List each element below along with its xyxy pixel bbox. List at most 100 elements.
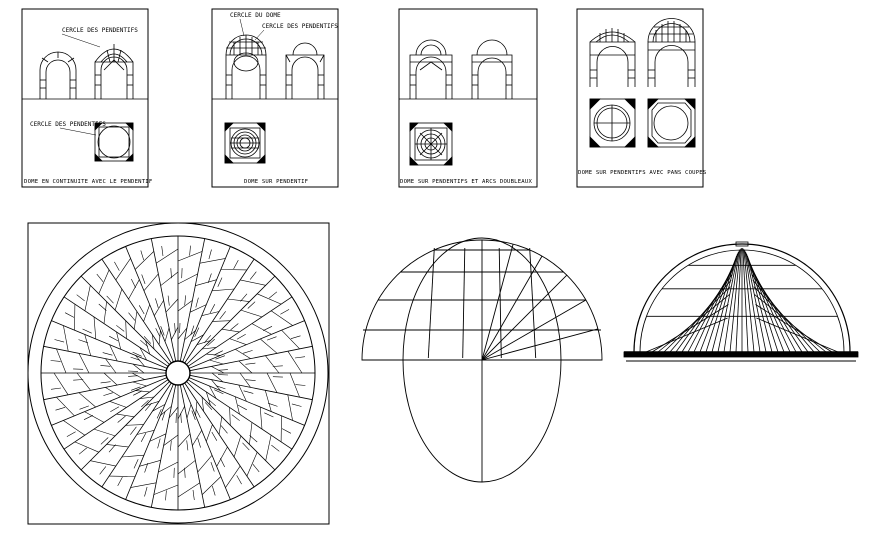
block-line: [249, 435, 258, 443]
block-joint: [116, 331, 121, 350]
block-joint: [287, 350, 303, 374]
block-line: [128, 375, 139, 377]
block-line: [133, 459, 139, 469]
block-joint: [209, 385, 217, 399]
dome-plan-large: [27, 222, 330, 525]
block-joint: [131, 372, 145, 380]
block-line: [192, 489, 195, 501]
block-line: [184, 295, 186, 306]
block-joint: [211, 372, 224, 383]
arch-elevation-3: [225, 34, 267, 99]
block-line: [55, 407, 66, 411]
block-line: [281, 428, 292, 434]
block-joint: [116, 413, 135, 418]
block-line: [211, 431, 218, 441]
block-joint: [152, 404, 166, 412]
block-joint: [158, 330, 161, 345]
block-joint: [158, 461, 179, 473]
block-line: [167, 295, 170, 306]
block-line: [272, 365, 283, 367]
radial-rib: [188, 377, 305, 426]
block-joint: [216, 446, 228, 467]
block-joint: [235, 396, 240, 415]
block-joint: [163, 434, 179, 446]
block-line: [180, 412, 182, 423]
radial-rib: [63, 296, 169, 367]
block-line: [243, 390, 254, 394]
block-joint: [240, 309, 263, 318]
block-line: [271, 444, 280, 452]
block-joint: [270, 310, 293, 326]
block-line: [50, 360, 61, 362]
block-line: [144, 486, 148, 497]
block-line: [100, 381, 111, 384]
block-line: [103, 392, 113, 396]
block-joint: [201, 396, 204, 412]
block-joint: [133, 311, 138, 330]
section-meridian: [427, 247, 435, 359]
block-line: [141, 274, 146, 285]
sheet-2-caption: DOME SUR PENDENTIF: [244, 179, 309, 185]
section-ray: [481, 274, 568, 361]
dome-rib: [663, 286, 731, 353]
block-line: [231, 414, 240, 421]
block-joint: [265, 390, 272, 412]
block-joint: [212, 288, 235, 292]
block-joint: [143, 304, 150, 322]
block-joint: [212, 320, 231, 322]
block-line: [215, 385, 226, 390]
sheet-1-caption: DOME EN CONTINUITE AVEC LE PENDENTIF: [24, 179, 153, 185]
block-line: [195, 408, 201, 418]
radial-rib: [189, 345, 313, 372]
radial-rib: [179, 238, 206, 362]
block-joint: [289, 372, 300, 398]
block-joint: [103, 301, 107, 324]
radial-rib: [101, 382, 172, 488]
block-line: [140, 432, 147, 442]
plan-view-3: [409, 122, 453, 166]
block-line: [215, 355, 226, 360]
section-meridian: [529, 247, 537, 359]
block-joint: [196, 340, 211, 345]
block-joint: [177, 433, 191, 448]
block-line: [190, 325, 195, 336]
block-joint: [281, 329, 300, 350]
block-joint: [165, 298, 179, 313]
block-line: [245, 379, 256, 381]
arch-elevation-8: [647, 18, 696, 87]
block-joint: [164, 327, 170, 342]
block-line: [208, 249, 212, 260]
block-line: [204, 335, 212, 343]
radial-rib: [101, 258, 172, 364]
block-line: [78, 447, 87, 455]
block-line: [204, 402, 213, 410]
block-joint: [109, 344, 118, 362]
sheet-1-label-2: CERCLE DES PENDENTIFS: [30, 121, 106, 128]
block-line: [66, 431, 76, 437]
dome-rib: [746, 253, 773, 353]
block-line: [114, 261, 120, 271]
block-line: [291, 403, 302, 407]
block-line: [117, 476, 123, 487]
radial-rib: [186, 381, 276, 471]
block-line: [155, 328, 161, 338]
block-joint: [103, 372, 118, 386]
sheet-3-frame: [398, 8, 538, 188]
block-line: [64, 312, 75, 318]
dome-rib: [744, 250, 761, 353]
block-joint: [265, 435, 272, 461]
radial-rib: [125, 246, 174, 363]
block-line: [140, 339, 148, 347]
block-joint: [78, 392, 96, 408]
sheet-4-frame: [576, 8, 704, 188]
block-joint: [135, 390, 150, 393]
block-joint: [160, 271, 179, 286]
radial-rib: [80, 275, 170, 365]
block-line: [212, 485, 216, 496]
block-line: [220, 457, 225, 468]
section-ray: [481, 243, 514, 361]
block-joint: [168, 406, 179, 419]
block-joint: [145, 340, 150, 355]
plan-view-1: [94, 122, 134, 162]
plan-view-2: [224, 122, 266, 164]
